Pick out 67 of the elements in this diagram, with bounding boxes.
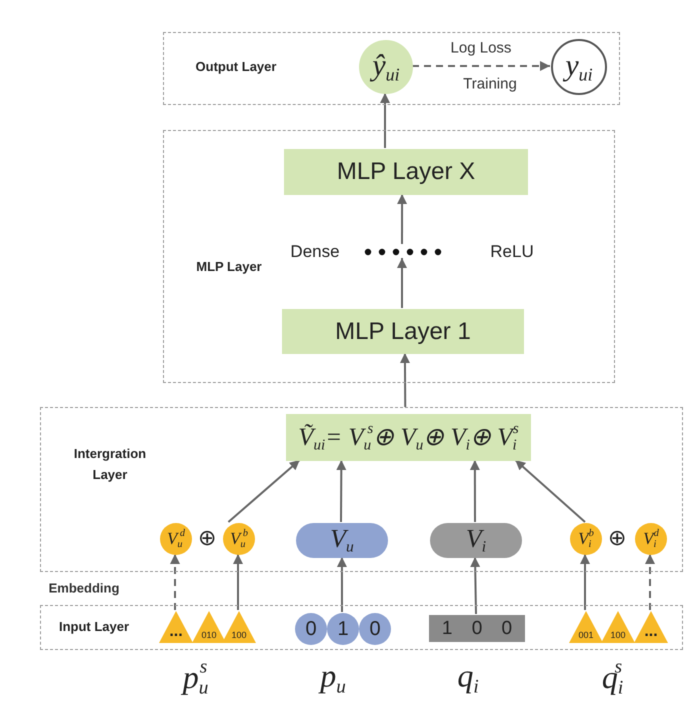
feature-value: 100 xyxy=(609,631,627,640)
arrow xyxy=(470,460,480,522)
prediction-circle xyxy=(359,40,413,94)
feature-triangle xyxy=(159,611,193,643)
feature-triangle xyxy=(601,611,635,643)
annotation-text: Dense xyxy=(290,242,340,262)
node-label: MLP Layer X xyxy=(336,158,476,186)
feature-triangle xyxy=(192,611,226,643)
node-label: 0 xyxy=(369,618,381,640)
feature-value: 010 xyxy=(200,631,218,640)
arrow xyxy=(380,93,390,148)
arrow xyxy=(470,556,480,614)
node-label: MLP Layer 1 xyxy=(335,318,471,346)
embedding-circle xyxy=(160,523,192,555)
arrow xyxy=(233,554,243,610)
layer-title: Input Layer xyxy=(58,618,130,636)
formula-box xyxy=(286,414,531,461)
node-label: 1 0 0 xyxy=(442,618,512,640)
one-hot-circle xyxy=(295,613,327,645)
feature-value: 001 xyxy=(577,631,595,640)
feature-triangle xyxy=(569,611,603,643)
feature-value: ... xyxy=(643,624,659,640)
embedding-circle xyxy=(223,523,255,555)
mlp-layer-box xyxy=(282,309,524,354)
xor-symbol: ⊕ xyxy=(198,525,216,551)
embedding-circle xyxy=(570,523,602,555)
arrow xyxy=(400,353,410,407)
xor-symbol: ⊕ xyxy=(608,525,626,551)
input-symbol: p$_{u}$ xyxy=(320,658,346,698)
embedding-pill xyxy=(430,523,522,558)
layer-frame xyxy=(40,407,683,572)
math-label: V$_{u}$ xyxy=(330,524,354,557)
layer-frame xyxy=(40,605,683,650)
feature-triangle xyxy=(634,611,668,643)
math-label: ŷ$_{ui}$ xyxy=(372,48,400,86)
layer-title: Output Layer xyxy=(194,58,278,76)
embedding-circle xyxy=(635,523,667,555)
node-label: 1 xyxy=(337,618,349,640)
edge-label: Log Loss xyxy=(448,40,514,56)
embedding-pill xyxy=(296,523,388,558)
layer-frame xyxy=(163,130,615,383)
arrow xyxy=(412,61,550,71)
layer-title: Embedding xyxy=(48,580,120,596)
feature-value: 100 xyxy=(230,631,248,640)
arrow xyxy=(397,258,407,308)
annotation-text: Training xyxy=(463,76,517,92)
one-hot-bar xyxy=(429,615,525,642)
arrow xyxy=(336,460,346,522)
layer-title: Intergration Layer xyxy=(72,445,148,484)
arrow xyxy=(580,554,590,610)
mlp-layer-box xyxy=(284,149,528,195)
math-label: y$_{ui}$ xyxy=(565,48,593,86)
one-hot-circle xyxy=(359,613,391,645)
one-hot-circle xyxy=(327,613,359,645)
arrow xyxy=(514,459,586,523)
node-label: 0 xyxy=(305,618,317,640)
annotation-text: ReLU xyxy=(490,242,534,262)
arrow xyxy=(645,554,655,610)
layer-title: MLP Layer xyxy=(195,258,263,276)
input-symbol: q$_{i}$ xyxy=(457,658,479,698)
feature-value: ... xyxy=(168,624,184,640)
feature-triangle xyxy=(222,611,256,643)
arrow xyxy=(336,557,347,612)
arrow xyxy=(170,554,180,610)
math-label: V$_{i}$ xyxy=(466,524,486,557)
arrow xyxy=(397,194,408,244)
arrow xyxy=(228,459,300,523)
